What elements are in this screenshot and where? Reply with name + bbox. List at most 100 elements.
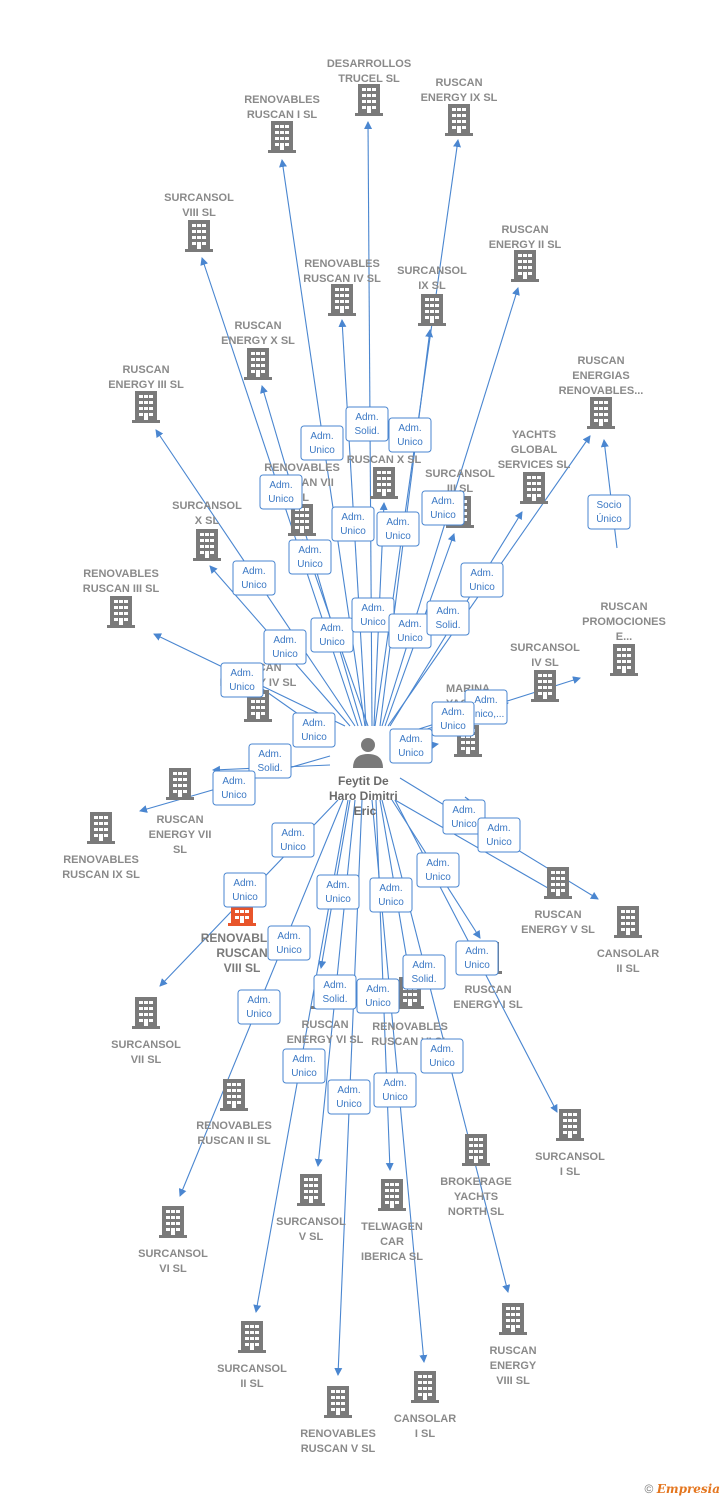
relation-label[interactable]: Adm.Unico (351, 597, 395, 633)
relation-label[interactable]: Adm.Unico (477, 817, 521, 853)
company-node[interactable]: RUSCAN X SL (347, 454, 422, 499)
relation-label[interactable]: Adm.Unico (223, 872, 267, 908)
relation-label[interactable]: Adm.Solid. (248, 743, 292, 779)
relation-label[interactable]: Adm.Unico (310, 617, 354, 653)
relation-label[interactable]: Adm.Unico (300, 425, 344, 461)
relation-label[interactable]: Adm.Unico (389, 728, 433, 764)
relation-label[interactable]: Adm.Unico (388, 613, 432, 649)
relation-label[interactable]: Adm.Unico (431, 701, 475, 737)
relation-label[interactable]: Adm.Unico (267, 925, 311, 961)
relation-label[interactable]: Adm.Unico (420, 1038, 464, 1074)
relation-label[interactable]: Adm.Unico (212, 770, 256, 806)
relation-label[interactable]: Adm.Unico (369, 877, 413, 913)
relation-label[interactable]: Adm.Unico (292, 712, 336, 748)
relation-label[interactable]: Adm.Unico (220, 662, 264, 698)
relation-label[interactable]: Adm.Unico (356, 978, 400, 1014)
relation-label[interactable]: Adm.Unico (232, 560, 276, 596)
relation-label[interactable]: Adm.Unico (373, 1072, 417, 1108)
relation-label[interactable]: Adm.Unico (388, 417, 432, 453)
relation-label[interactable]: Adm.Unico (288, 539, 332, 575)
relation-label[interactable]: Adm.Unico (421, 490, 465, 526)
relation-label[interactable]: Adm.Unico (327, 1079, 371, 1115)
relation-label[interactable]: Adm.Unico (271, 822, 315, 858)
relation-label[interactable]: Adm.Unico (237, 989, 281, 1025)
relation-label[interactable]: Adm.Solid. (345, 406, 389, 442)
relation-label[interactable]: Adm.Unico (455, 940, 499, 976)
relation-label[interactable]: Adm.Solid. (426, 600, 470, 636)
brand-logo[interactable]: Empresia (656, 1482, 720, 1496)
relation-label[interactable]: Adm.Unico (263, 629, 307, 665)
relation-label[interactable]: Adm.Unico (259, 474, 303, 510)
relation-label[interactable]: Adm.Unico (416, 852, 460, 888)
relation-label[interactable]: Adm.Unico (316, 874, 360, 910)
relation-label[interactable]: Adm.Solid. (313, 974, 357, 1010)
company-label[interactable]: RUSCAN X SL (347, 454, 422, 466)
relation-label[interactable]: Adm.Unico (282, 1048, 326, 1084)
relation-label[interactable]: Adm.Unico (331, 506, 375, 542)
